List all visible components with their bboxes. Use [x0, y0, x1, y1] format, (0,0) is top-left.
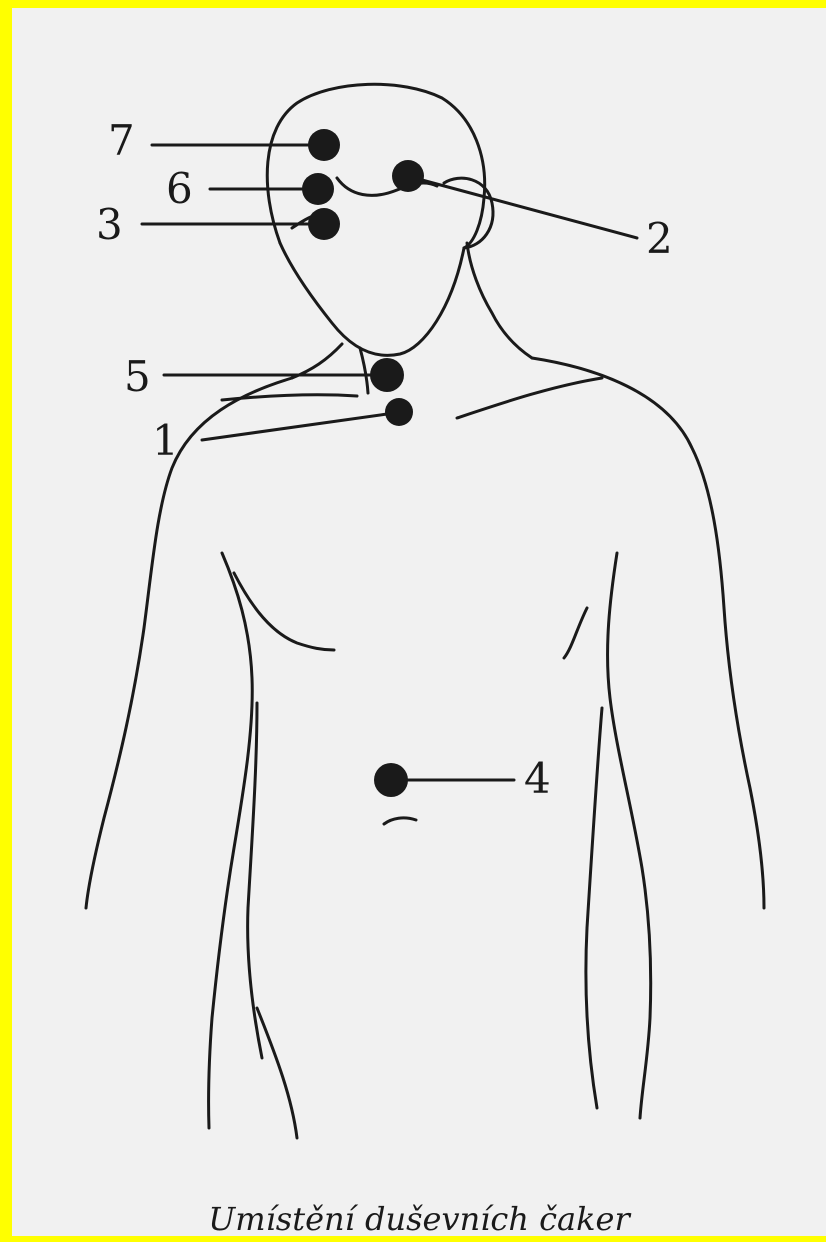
face-outline: [280, 243, 464, 355]
chakra-label-6: 6: [166, 168, 193, 210]
chakra-1-dot: [385, 398, 413, 426]
body-figure-drawing: [12, 8, 826, 1236]
left-shoulder-arm: [86, 378, 292, 908]
right-inner-arm: [608, 553, 651, 1118]
chakra-3-dot: [308, 208, 340, 240]
right-chest-line: [564, 608, 587, 658]
chakra-label-3: 3: [96, 204, 123, 246]
figure-caption: Umístění duševních čaker: [12, 1200, 826, 1238]
right-shoulder-arm: [532, 358, 764, 908]
navel-mark: [384, 818, 416, 824]
right-torso-side: [586, 708, 602, 1108]
chakra-label-1: 1: [152, 420, 179, 462]
chakra-2-dot: [392, 160, 424, 192]
left-torso-side: [248, 703, 262, 1058]
leader-line-1: [202, 414, 387, 440]
neck-left: [292, 344, 342, 378]
chakra-6-dot: [302, 173, 334, 205]
left-collarbone: [222, 395, 357, 400]
chakra-label-7: 7: [108, 120, 135, 162]
chakra-7-dot: [308, 129, 340, 161]
chakra-5-dot: [370, 358, 404, 392]
right-collarbone: [457, 378, 602, 418]
chakra-label-4: 4: [524, 758, 551, 800]
chakra-label-5: 5: [124, 356, 151, 398]
neck-right: [467, 243, 532, 358]
neck-center: [360, 348, 368, 393]
left-hip-line: [257, 1008, 297, 1138]
chakra-4-dot: [374, 763, 408, 797]
left-inner-arm: [209, 553, 253, 1128]
chakra-label-2: 2: [646, 218, 673, 260]
leader-line-2: [422, 180, 637, 238]
